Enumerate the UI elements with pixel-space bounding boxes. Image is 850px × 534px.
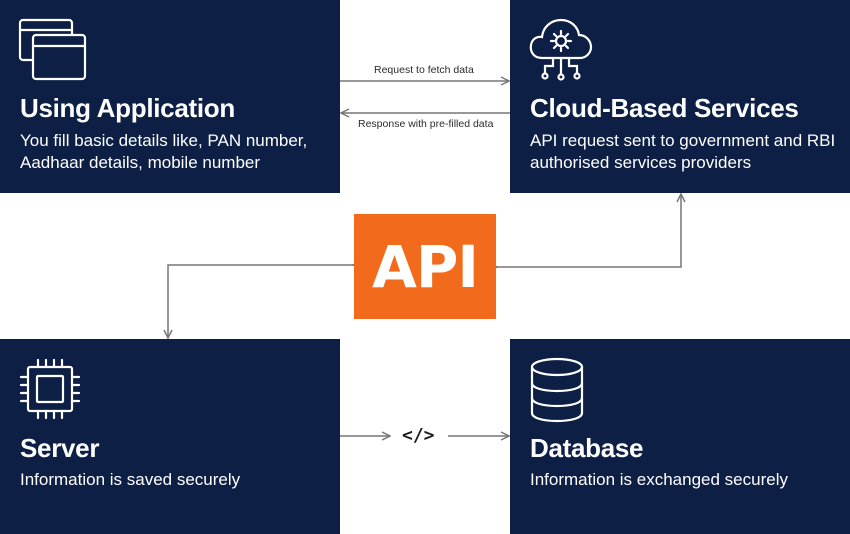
cloud-panel: Cloud-Based Services API request sent to…	[510, 0, 850, 193]
request-label: Request to fetch data	[374, 64, 474, 76]
cloud-gear-icon	[529, 18, 593, 81]
panel-title: Using Application	[20, 93, 235, 123]
browser-windows-icon	[18, 18, 87, 81]
panel-title: Database	[530, 433, 644, 463]
api-box: API	[354, 214, 496, 319]
panel-description: Information is saved securely	[20, 470, 241, 489]
database-icon	[530, 357, 584, 423]
code-icon: </>	[402, 425, 435, 446]
panel-description: You fill basic details like, PAN number,…	[20, 131, 308, 172]
database-panel: Database Information is exchanged secure…	[510, 339, 850, 534]
panel-description: API request sent to government and RBI a…	[530, 131, 836, 172]
response-label: Response with pre-filled data	[358, 118, 494, 130]
panel-title: Server	[20, 433, 100, 463]
api-cloud-connector	[497, 194, 681, 267]
panel-title: Cloud-Based Services	[530, 93, 799, 123]
application-panel: Using Application You fill basic details…	[0, 0, 340, 193]
cpu-chip-icon	[19, 358, 81, 420]
server-panel: Server Information is saved securely	[0, 339, 340, 534]
api-server-connector	[168, 265, 353, 338]
panel-description: Information is exchanged securely	[530, 470, 788, 489]
